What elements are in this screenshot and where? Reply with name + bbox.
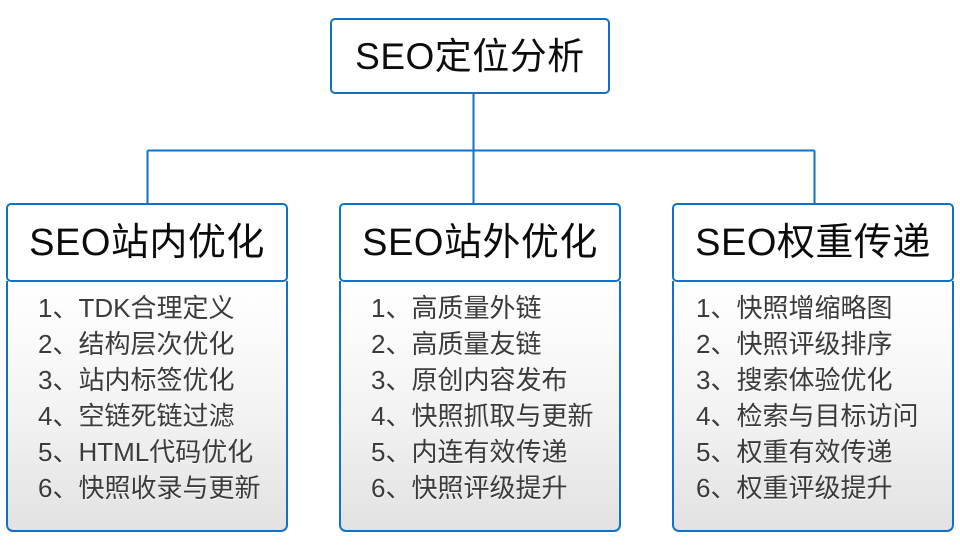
branch-list-seo-weight-transfer: 1、快照增缩略图 2、快照评级排序 3、搜索体验优化 4、检索与目标访问 5、权… — [672, 281, 954, 532]
branch-header-seo-off-site[interactable]: SEO站外优化 — [339, 203, 621, 282]
list-item: 5、HTML代码优化 — [38, 437, 254, 467]
branch-list-seo-off-site: 1、高质量外链 2、高质量友链 3、原创内容发布 4、快照抓取与更新 5、内连有… — [339, 281, 621, 532]
branch-list-seo-on-site: 1、TDK合理定义 2、结构层次优化 3、站内标签优化 4、空链死链过滤 5、H… — [6, 281, 288, 532]
list-item: 3、站内标签优化 — [38, 365, 235, 395]
list-item: 1、高质量外链 — [371, 293, 542, 323]
branch-column-seo-off-site: SEO站外优化 1、高质量外链 2、高质量友链 3、原创内容发布 4、快照抓取与… — [339, 203, 621, 532]
list-item: 4、快照抓取与更新 — [371, 401, 594, 431]
branch-column-seo-weight-transfer: SEO权重传递 1、快照增缩略图 2、快照评级排序 3、搜索体验优化 4、检索与… — [672, 203, 954, 532]
list-item: 5、内连有效传递 — [371, 437, 568, 467]
list-item: 2、高质量友链 — [371, 329, 542, 359]
list-item: 2、快照评级排序 — [696, 329, 893, 359]
list-item: 5、权重有效传递 — [696, 437, 893, 467]
list-item: 1、TDK合理定义 — [38, 293, 235, 323]
list-item: 6、快照评级提升 — [371, 473, 568, 503]
branch-header-label: SEO站内优化 — [29, 221, 265, 264]
branch-header-label: SEO权重传递 — [695, 221, 931, 264]
list-item: 4、检索与目标访问 — [696, 401, 919, 431]
list-item: 6、权重评级提升 — [696, 473, 893, 503]
list-item: 3、原创内容发布 — [371, 365, 568, 395]
list-item: 2、结构层次优化 — [38, 329, 235, 359]
root-node-label: SEO定位分析 — [355, 35, 585, 77]
branch-header-seo-weight-transfer[interactable]: SEO权重传递 — [672, 203, 954, 282]
branch-header-label: SEO站外优化 — [362, 221, 598, 264]
list-item: 6、快照收录与更新 — [38, 473, 261, 503]
list-item: 1、快照增缩略图 — [696, 293, 893, 323]
branch-column-seo-on-site: SEO站内优化 1、TDK合理定义 2、结构层次优化 3、站内标签优化 4、空链… — [6, 203, 288, 532]
branch-header-seo-on-site[interactable]: SEO站内优化 — [6, 203, 288, 282]
list-item: 3、搜索体验优化 — [696, 365, 893, 395]
root-node[interactable]: SEO定位分析 — [330, 18, 610, 94]
list-item: 4、空链死链过滤 — [38, 401, 235, 431]
